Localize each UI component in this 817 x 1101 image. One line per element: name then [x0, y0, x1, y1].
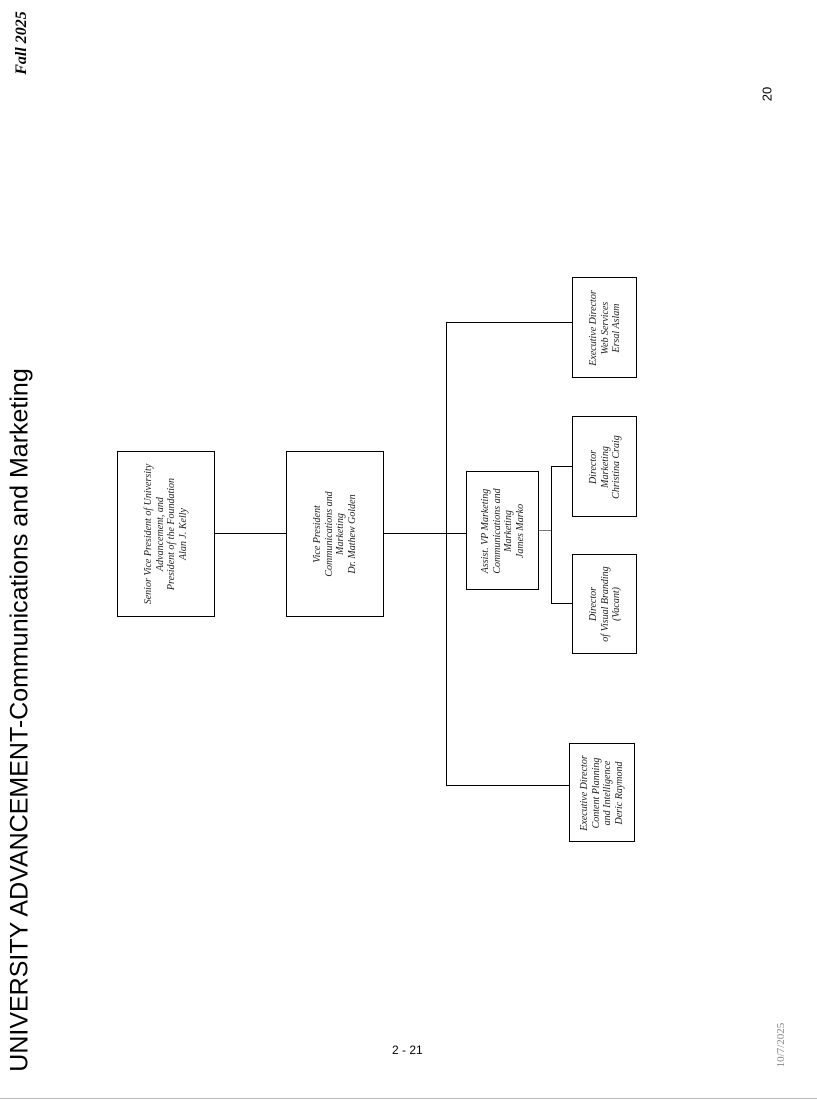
bottom-rule: [0, 1098, 817, 1099]
box-text-line: Senior Vice President of University: [143, 463, 154, 605]
connector: [446, 322, 572, 323]
box-text-line: Director: [587, 449, 599, 484]
box-text-line: Content Planning: [590, 757, 602, 828]
box-text-line: Advancement, and: [154, 497, 166, 571]
box-text-line: President of the Foundation: [166, 477, 177, 591]
term-label: Fall 2025: [13, 11, 30, 75]
box-text-line: Marketing: [502, 509, 514, 552]
connector: [383, 533, 466, 534]
box-text-line: Executive Director: [587, 289, 599, 366]
page-number: 20: [759, 86, 775, 102]
box-text-line: Marketing: [335, 513, 346, 555]
box-text-line: Vice President: [312, 505, 323, 563]
box-text-line: Ersal Aslam: [610, 303, 622, 352]
connector: [551, 603, 572, 604]
box-text-line: Dr. Mathew Golden: [346, 494, 358, 574]
date-label: 10/7/2025: [775, 1022, 787, 1068]
box-text-line: James Marko: [514, 503, 525, 558]
box-text-line: Marketing: [598, 445, 610, 488]
page-range: 2 - 21: [392, 1043, 423, 1057]
box-text-line: of Visual Branding: [598, 566, 610, 642]
box-text-line: Assist. VP Marketing: [479, 488, 491, 573]
box-text-line: Alan J. Kelly: [177, 508, 189, 560]
connector: [538, 530, 551, 531]
box-text-line: Communications and: [323, 491, 335, 577]
box-text-line: Web Services: [598, 301, 610, 354]
connector: [446, 322, 447, 786]
connector: [446, 785, 569, 786]
connector: [551, 466, 552, 604]
connector: [551, 466, 572, 467]
box-text-line: (Vacant): [610, 587, 622, 621]
box-text-line: Christina Craig: [610, 434, 622, 499]
box-text-line: Executive Director: [579, 754, 590, 831]
box-text-line: Communications and: [491, 487, 502, 574]
box-text-line: and Intelligence: [602, 760, 613, 825]
box-text-line: Deric Raymond: [613, 760, 625, 825]
connector: [214, 533, 286, 534]
page-title: UNIVERSITY ADVANCEMENT-Communications an…: [5, 368, 34, 1072]
box-text-line: Director: [587, 586, 599, 622]
